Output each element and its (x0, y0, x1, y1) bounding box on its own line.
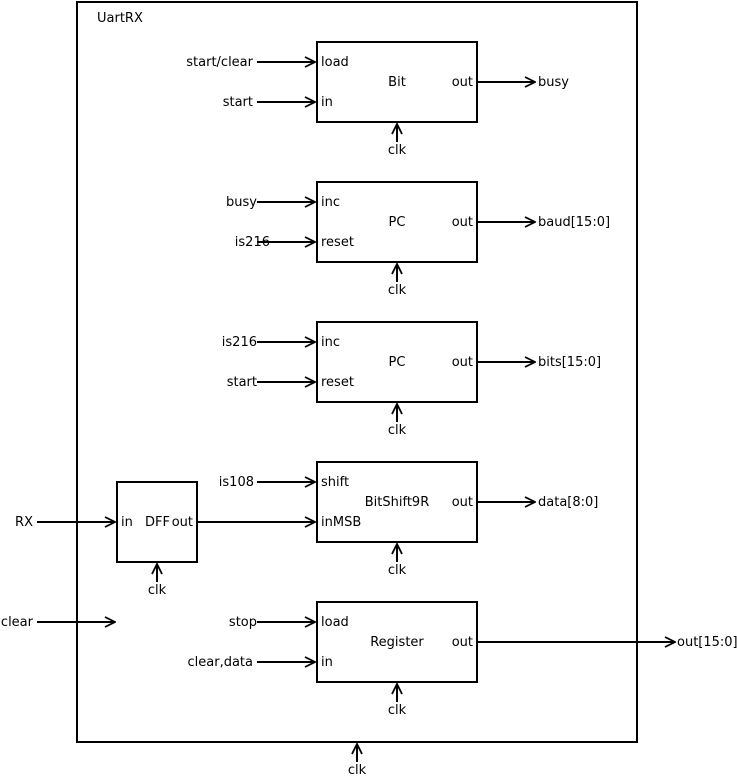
block-pc-bits-port-inc: inc (321, 335, 340, 350)
signal-baud: baud[15:0] (538, 215, 610, 230)
block-register-port-load: load (321, 615, 349, 630)
block-pc-bits-clk: clk (388, 423, 407, 438)
block-pc-baud-port-inc: inc (321, 195, 340, 210)
block-pc-baud-box (316, 181, 478, 263)
block-bit-port-load: load (321, 55, 349, 70)
block-bit-clk: clk (388, 143, 407, 158)
input-rx: RX (15, 515, 33, 530)
block-dff-box (116, 481, 198, 563)
block-bit-port-out: out (452, 75, 473, 90)
module-title: UartRX (97, 11, 143, 26)
signal-clear-data: clear,data (188, 655, 253, 670)
signal-busy: busy (538, 75, 569, 90)
block-bitshift9r-port-out: out (452, 495, 473, 510)
signal-bits: bits[15:0] (538, 355, 601, 370)
module-clk: clk (348, 763, 367, 777)
signal-stop: stop (229, 615, 257, 630)
block-bit-name: Bit (388, 75, 406, 90)
signal-is216-b: is216 (222, 335, 257, 350)
block-pc-baud-clk: clk (388, 283, 407, 298)
block-pc-baud-name: PC (389, 215, 406, 230)
block-dff-clk: clk (148, 583, 167, 598)
block-register: Register load in out stop clear,data out… (188, 601, 737, 718)
block-bit: Bit load in out start/clear start busy c… (186, 41, 569, 158)
block-bitshift9r-name: BitShift9R (365, 495, 429, 510)
block-dff-port-out: out (172, 515, 193, 530)
block-pc-bits-port-out: out (452, 355, 473, 370)
signal-start-clear: start/clear (186, 55, 253, 70)
block-pc-bits-name: PC (389, 355, 406, 370)
signal-is216-a: is216 (235, 235, 270, 250)
block-register-port-in: in (321, 655, 333, 670)
block-dff-name: DFF (145, 515, 170, 530)
block-pc-bits: PC inc reset out is216 start bits[15:0] … (222, 321, 601, 438)
block-dff: in DFF out RX clk (15, 481, 198, 598)
signal-is108: is108 (219, 475, 254, 490)
block-dff-port-in: in (121, 515, 133, 530)
output-out: out[15:0] (677, 635, 737, 650)
block-register-clk: clk (388, 703, 407, 718)
input-clear: clear (1, 615, 34, 630)
block-bit-box (316, 41, 478, 123)
block-pc-baud: PC inc reset out busy is216 baud[15:0] c… (226, 181, 610, 298)
block-bitshift9r-box (316, 461, 478, 543)
block-bitshift9r-clk: clk (388, 563, 407, 578)
block-pc-baud-port-out: out (452, 215, 473, 230)
signal-data: data[8:0] (538, 495, 598, 510)
block-bitshift9r: BitShift9R shift inMSB out is108 data[8:… (197, 461, 598, 578)
block-bit-port-in: in (321, 95, 333, 110)
block-pc-baud-port-reset: reset (321, 235, 354, 250)
block-bitshift9r-port-inmsb: inMSB (321, 515, 361, 530)
signal-start-b: start (227, 375, 257, 390)
block-register-name: Register (370, 635, 424, 650)
block-bitshift9r-port-shift: shift (321, 475, 349, 490)
signal-start: start (223, 95, 253, 110)
signal-busy-in: busy (226, 195, 257, 210)
block-pc-bits-port-reset: reset (321, 375, 354, 390)
block-register-port-out: out (452, 635, 473, 650)
block-pc-bits-box (316, 321, 478, 403)
block-register-box (316, 601, 478, 683)
